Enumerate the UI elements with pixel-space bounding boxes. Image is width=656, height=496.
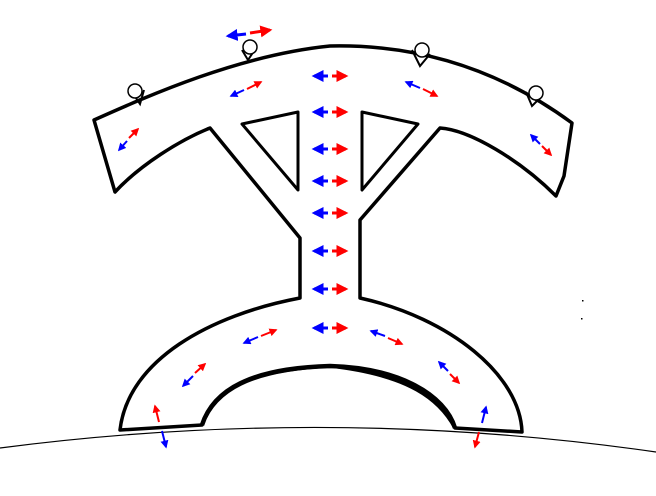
frame-outline — [92, 44, 574, 434]
arrow-pair — [181, 362, 207, 388]
arrow-pair — [152, 404, 169, 449]
window-left — [240, 110, 300, 192]
anchor-circle-1 — [127, 83, 143, 99]
notch-3 — [411, 49, 431, 68]
arch-opening — [199, 363, 458, 429]
speck — [582, 300, 584, 302]
anchor-circle-3 — [414, 42, 430, 58]
arrow-pair — [369, 329, 404, 346]
arrow-pair — [225, 25, 273, 41]
ground-line — [0, 426, 656, 453]
arrow-pair — [529, 133, 553, 157]
arrow-pair — [117, 127, 140, 152]
arrow-pair — [242, 328, 278, 345]
arrow-pair — [229, 81, 263, 97]
arrow-pair — [437, 360, 461, 385]
window-right — [360, 110, 420, 192]
arrow-pair — [472, 405, 489, 449]
anchor-circle-2 — [242, 39, 258, 55]
anchor-circle-4 — [528, 85, 544, 101]
speck — [581, 318, 583, 320]
arrow-pair — [404, 80, 439, 97]
